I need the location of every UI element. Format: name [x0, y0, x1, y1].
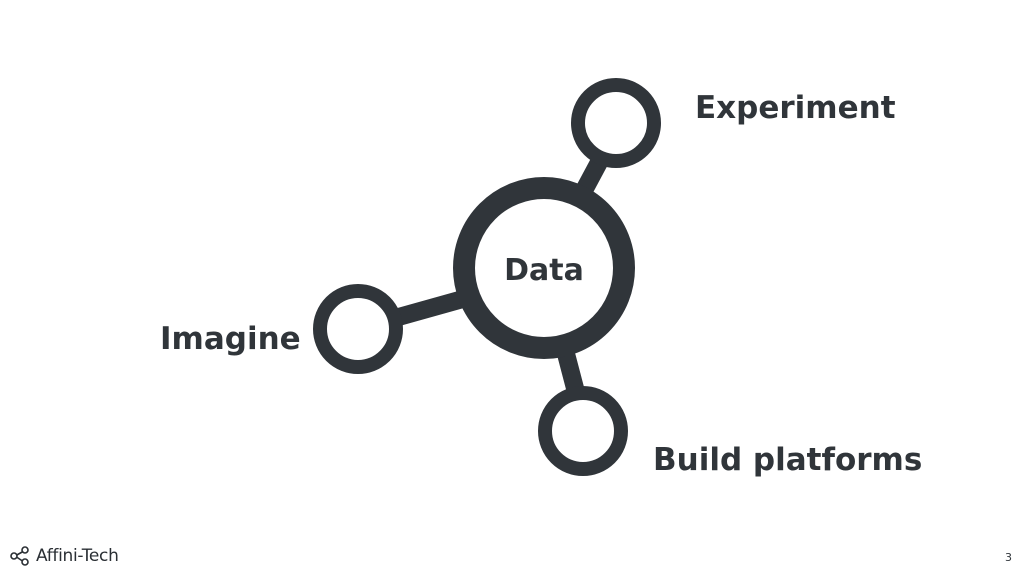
build-label: Build platforms — [653, 442, 922, 478]
experiment-label: Experiment — [695, 90, 896, 126]
logo-text: Affini-Tech — [36, 546, 119, 566]
imagine-node-circle — [313, 284, 403, 374]
brand-logo: Affini-Tech — [10, 543, 119, 569]
molecule-icon — [10, 546, 29, 566]
connector-imagine — [392, 288, 473, 327]
center-node-circle — [453, 177, 635, 359]
center-node-label: Data — [504, 253, 584, 288]
connector-build — [556, 347, 585, 395]
page-number: 3 — [1005, 551, 1012, 564]
build-node-circle — [538, 386, 628, 476]
imagine-label: Imagine — [160, 321, 301, 357]
experiment-node-circle — [571, 78, 661, 168]
